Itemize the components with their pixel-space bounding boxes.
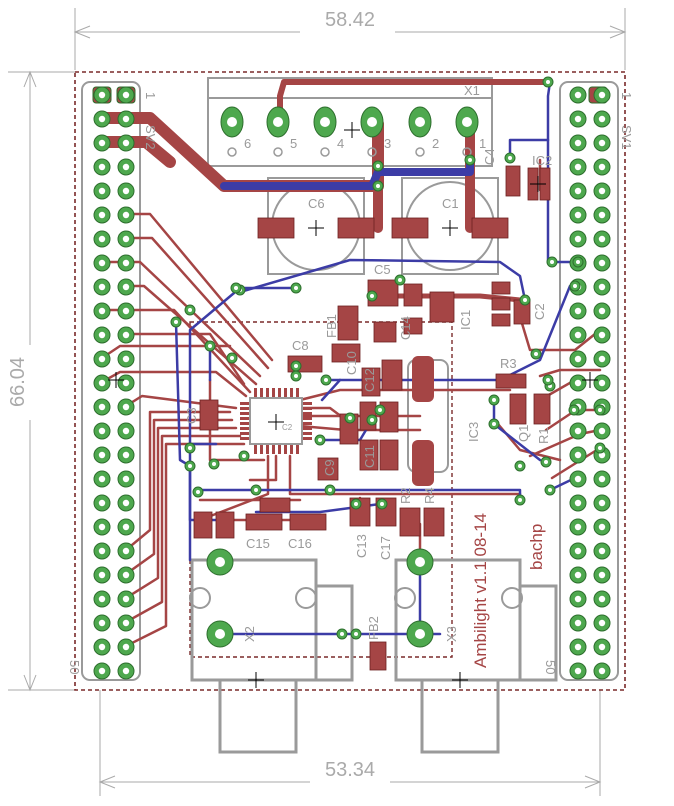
x1-label: X1 (464, 83, 480, 98)
x1-terminal-pads (220, 106, 479, 157)
sv2-label: SV2 (143, 125, 158, 150)
c17-label: C17 (378, 536, 393, 560)
c2-label: C2 (532, 303, 547, 320)
ic1-label: IC1 (458, 310, 473, 330)
fb1-label: FB1 (324, 314, 339, 338)
vias (170, 76, 606, 640)
x1-pin-1: 1 (479, 136, 486, 151)
c16-label: C16 (288, 536, 312, 551)
board-title: Ambilight v1.1 08-14 (471, 513, 490, 668)
sv2-pin-50: 50 (67, 660, 82, 674)
sv2-pin-1: 1 (143, 92, 158, 99)
c15-label: C15 (246, 536, 270, 551)
c1-label: C1 (442, 196, 459, 211)
board-outline (74, 71, 626, 691)
sv2-header-outline (81, 81, 141, 681)
x3-label: X3 (444, 626, 459, 642)
svg-text:C2: C2 (282, 423, 293, 432)
smd-pads (193, 165, 551, 671)
c10-label: C10 (344, 351, 359, 375)
sv1-header-outline (559, 81, 619, 681)
c14-label: C14 (398, 316, 413, 340)
dimension-height-left: 66.04 (7, 357, 29, 407)
c3-label: C3 (184, 407, 199, 424)
q1-label: Q1 (516, 425, 531, 442)
c8-label: C8 (292, 338, 309, 353)
ic3-label: IC3 (466, 422, 481, 442)
r2-label: R2 (398, 487, 413, 504)
c11-label: C11 (362, 445, 377, 468)
origin-marks (108, 122, 598, 688)
sv1-pin-50: 50 (543, 660, 558, 674)
r4-label: R4 (422, 487, 437, 504)
fb2-label: FB2 (366, 616, 381, 640)
x1-pin-6: 6 (244, 136, 251, 151)
x1-pin-2: 2 (432, 136, 439, 151)
r3-label: R3 (500, 356, 517, 371)
sv1-label: SV1 (619, 125, 634, 150)
ic2-label: IC2 (532, 153, 552, 168)
dimension-width-top: 58.42 (325, 9, 375, 31)
c9-label: C9 (322, 459, 337, 476)
x1-pin-4: 4 (337, 136, 344, 151)
ic1-pads (412, 356, 434, 486)
c4-label: C4 (482, 148, 497, 165)
c6-label: C6 (308, 196, 325, 211)
x1-pin-3: 3 (384, 136, 391, 151)
sv1-pin-1: 1 (619, 92, 634, 99)
x2-connector-outline (189, 558, 354, 754)
r1-label: R1 (536, 427, 551, 444)
x2-label: X2 (242, 626, 257, 642)
c13-label: C13 (354, 534, 369, 558)
x1-terminal-block (207, 77, 493, 167)
dimension-lines (8, 8, 627, 796)
c5-label: C5 (374, 262, 391, 277)
x2-x3-pads (206, 548, 434, 648)
dimension-width-bottom: 53.34 (325, 759, 375, 781)
header-pad-grid (93, 86, 611, 680)
x1-pin-5: 5 (290, 136, 297, 151)
c12-label: C12 (362, 368, 377, 392)
central-ic-footprint (240, 388, 312, 454)
board-author: bachp (527, 524, 546, 570)
